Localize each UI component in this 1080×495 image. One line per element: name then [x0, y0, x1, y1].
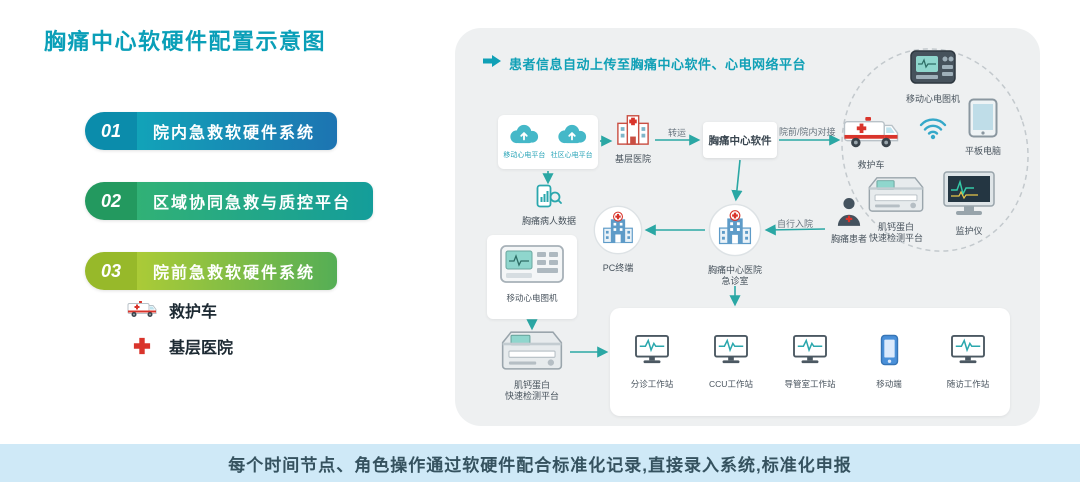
workstation-cell-followup: 随访工作站	[931, 334, 1005, 390]
legend-label-ambulance: 救护车	[169, 304, 218, 321]
troponin-right-label-2: 快速检测平台	[868, 233, 923, 244]
workstation-cell-ccu: CCU工作站	[694, 334, 768, 390]
legend-label-hospital: 基层医院	[169, 340, 234, 357]
monitor-node: 监护仪	[941, 170, 997, 237]
chest-pain-software-node: 胸痛中心软件	[703, 122, 777, 158]
ambulance-icon	[842, 116, 900, 157]
menu-item-2-label: 区域协同急救与质控平台	[137, 182, 374, 220]
workstation-label: 随访工作站	[946, 379, 990, 389]
page-title: 胸痛中心软硬件配置示意图	[44, 29, 327, 54]
menu-item-1-number: 01	[85, 112, 137, 150]
community-hospital-label: 基层医院	[614, 154, 651, 164]
center-hospital-label-1: 胸痛中心医院	[708, 265, 763, 275]
panel-header-text: 患者信息自动上传至胸痛中心软件、心电网络平台	[509, 57, 807, 72]
patient-node: 胸痛患者	[827, 196, 871, 245]
tablet-node: 平板电脑	[965, 98, 1001, 157]
panel-header: 患者信息自动上传至胸痛中心软件、心电网络平台	[483, 54, 806, 73]
wifi-icon	[919, 116, 947, 145]
cloud-upload-icon	[507, 124, 541, 149]
patient-data-label: 胸痛病人数据	[521, 216, 576, 226]
pc-terminal-node: PC终端	[593, 205, 643, 274]
mobile-ecg-platform: 移动心电平台	[503, 124, 545, 160]
patient-monitor-icon	[942, 170, 996, 223]
footer-band: 每个时间节点、角色操作通过软硬件配合标准化记录,直接录入系统,标准化申报	[0, 444, 1080, 482]
red-cross-icon	[126, 337, 158, 355]
edge-label-self-admission: 自行入院	[777, 219, 814, 229]
workstation-cell-triage: 分诊工作站	[615, 334, 689, 390]
menu-item-2: 02 区域协同急救与质控平台	[85, 182, 374, 220]
troponin-right-node: 肌钙蛋白 快速检测平台	[863, 174, 929, 245]
patient-label: 胸痛患者	[830, 234, 867, 244]
monitor-ecg-icon	[950, 334, 986, 371]
legend-item-ambulance: 救护车	[126, 298, 233, 322]
troponin-right-label-1: 肌钙蛋白	[877, 222, 914, 232]
menu-item-1: 01 院内急救软硬件系统	[85, 112, 338, 150]
troponin-analyzer-icon	[863, 174, 929, 219]
mobile-ecg-top-label: 移动心电图机	[905, 94, 960, 104]
pc-terminal-label: PC终端	[602, 263, 634, 273]
cloud-platforms-box: 移动心电平台 社区心电平台	[498, 115, 598, 169]
hospital-circle-icon	[593, 205, 643, 260]
phone-icon	[880, 334, 899, 371]
footer-text: 每个时间节点、角色操作通过软硬件配合标准化记录,直接录入系统,标准化申报	[228, 455, 852, 475]
edge-label-handover: 院前/院内对接	[779, 127, 836, 137]
hospital-circle-icon	[708, 203, 762, 262]
mobile-ecg-device-icon	[908, 48, 958, 91]
mobile-ecg-device-icon	[497, 243, 567, 290]
menu-item-1-label: 院内急救软硬件系统	[137, 112, 338, 150]
menu-item-2-number: 02	[85, 182, 137, 220]
troponin-left-label-2: 快速检测平台	[504, 391, 559, 402]
workstation-label: 分诊工作站	[630, 379, 674, 389]
cloud-upload-icon	[555, 124, 589, 149]
mobile-ecg-top-node: 移动心电图机	[905, 48, 961, 105]
edge-label-transfer: 转运	[668, 128, 687, 138]
workstation-cell-cathlab: 导管室工作站	[773, 334, 847, 390]
mobile-ecg-left-label: 移动心电图机	[506, 293, 558, 303]
monitor-ecg-icon	[792, 334, 828, 371]
arrow-right-icon	[483, 54, 501, 73]
troponin-analyzer-icon	[496, 328, 568, 377]
cloud-label: 移动心电平台	[503, 152, 546, 159]
troponin-left-node: 肌钙蛋白 快速检测平台	[491, 328, 573, 403]
workstations-box: 分诊工作站 CCU工作站	[610, 308, 1010, 416]
center-hospital-label-2: 急诊室	[721, 276, 749, 287]
hospital-building-icon	[614, 112, 652, 151]
menu-item-3-label: 院前急救软硬件系统	[137, 252, 338, 290]
diagram-panel: 患者信息自动上传至胸痛中心软件、心电网络平台 移动心电平台	[455, 28, 1040, 426]
troponin-left-label-1: 肌钙蛋白	[513, 380, 550, 390]
monitor-ecg-icon	[634, 334, 670, 371]
tablet-label: 平板电脑	[965, 146, 1002, 156]
cloud-label: 社区心电平台	[550, 152, 593, 159]
legend-item-hospital: 基层医院	[126, 334, 233, 358]
menu-item-3: 03 院前急救软硬件系统	[85, 252, 338, 290]
mobile-ecg-left-box: 移动心电图机	[487, 235, 577, 319]
ambulance-node: 救护车	[841, 116, 901, 171]
legend: 救护车 基层医院	[126, 298, 233, 370]
monitor-label: 监护仪	[955, 226, 983, 236]
patient-data-node: 胸痛病人数据	[521, 184, 577, 227]
workstation-label: CCU工作站	[709, 379, 753, 389]
workstation-cell-mobile: 移动端	[852, 334, 926, 390]
person-icon	[836, 196, 862, 231]
community-hospital-node: 基层医院	[611, 112, 655, 165]
data-search-icon	[536, 184, 562, 213]
workstation-label: 移动端	[876, 379, 902, 389]
center-hospital-node: 胸痛中心医院 急诊室	[708, 203, 762, 288]
menu-item-3-number: 03	[85, 252, 137, 290]
ambulance-icon	[126, 300, 158, 320]
community-ecg-platform: 社区心电平台	[551, 124, 593, 160]
menu-bars: 01 院内急救软硬件系统 02 区域协同急救与质控平台 03 院前急救软硬件系统	[85, 112, 374, 322]
ambulance-label: 救护车	[857, 160, 885, 170]
monitor-ecg-icon	[713, 334, 749, 371]
workstation-label: 导管室工作站	[784, 379, 836, 389]
tablet-icon	[968, 98, 998, 143]
